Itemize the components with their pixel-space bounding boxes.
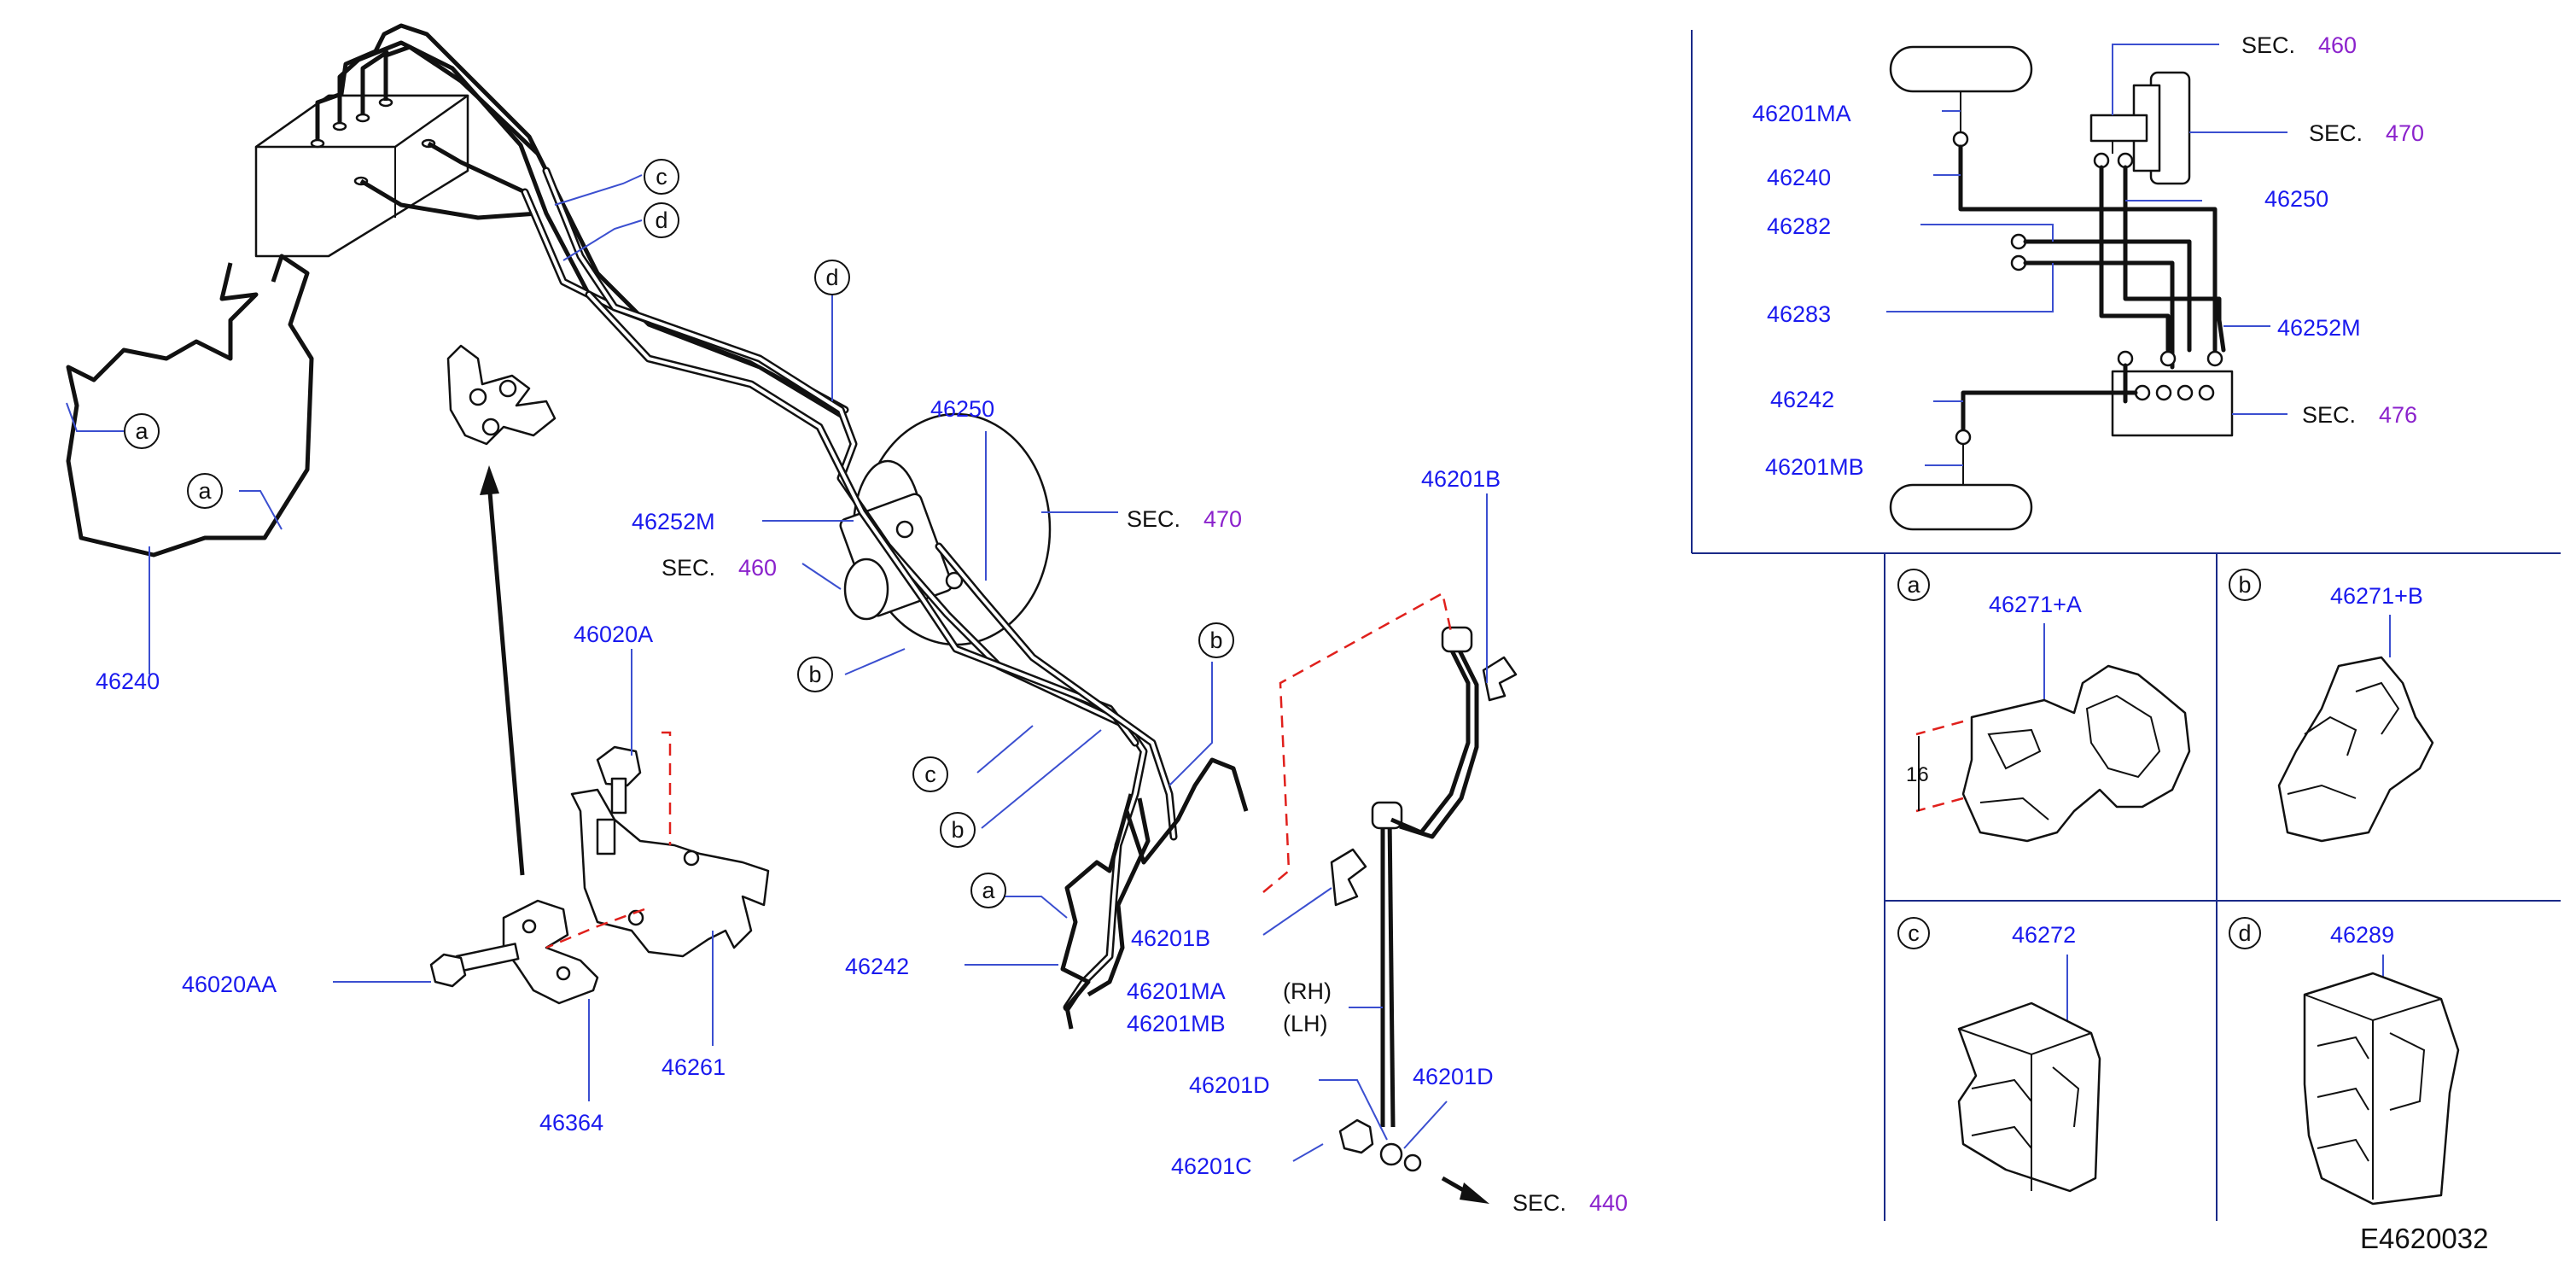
schem-sec460-num: 460 [2318,32,2357,58]
dimension-16: 16 [1906,763,1929,786]
detail-a-letter: a [1907,572,1920,598]
detail-b-part: 46271+B [2330,583,2423,609]
sec-470-word: SEC. [1127,506,1180,532]
callouts-main: c d d a a b b c b a [124,159,1234,908]
schematic-labels: 46201MA 46240 46282 46283 46242 46201MB … [1752,32,2424,480]
schem-46201MA: 46201MA [1752,101,1851,126]
schem-46283: 46283 [1767,301,1831,327]
schematic-leaders [1886,44,2288,466]
sec-440-word: SEC. [1512,1190,1566,1216]
detail-d: d 46289 [2229,917,2460,1206]
label-46201B-top: 46201B [1421,466,1501,492]
label-46201D-right: 46201D [1413,1064,1494,1089]
detail-c-letter: c [1908,920,1920,946]
schem-sec460-word: SEC. [2241,32,2295,58]
label-46201MA: 46201MA [1127,978,1226,1004]
callout-b-right: b [1209,628,1222,653]
detail-c-part: 46272 [2012,922,2076,948]
label-46252M: 46252M [632,509,715,534]
label-46250: 46250 [930,396,994,422]
schem-sec470-word: SEC. [2309,120,2363,146]
leader-lines [66,174,1488,1162]
block-46364 [502,899,599,1005]
sec-460-word: SEC. [661,555,715,581]
label-46020A: 46020A [574,622,653,647]
bolt-46020A [596,745,642,814]
label-lh: (LH) [1283,1011,1328,1036]
pipe-46240 [66,254,314,558]
layout-schematic [1889,45,2234,531]
detail-a: a 46271+A 16 [1897,569,2191,843]
drawing-code: E4620032 [2360,1223,2488,1254]
arrow-sec440 [1441,1176,1489,1204]
detail-b: b 46271+B [2229,569,2434,843]
detail-c: c 46272 [1897,917,2101,1193]
schem-sec470-num: 470 [2386,120,2424,146]
label-46020AA: 46020AA [182,972,277,997]
bracket-46261 [570,788,770,958]
schem-46242: 46242 [1770,387,1834,412]
abs-actuator [254,94,469,258]
schem-46252M: 46252M [2277,315,2361,341]
callout-b-left: b [808,662,821,687]
label-46242: 46242 [845,954,909,979]
detail-b-letter: b [2238,572,2251,598]
schem-46250: 46250 [2264,186,2328,212]
red-guides-hose [1262,592,1453,893]
callout-a-left2: a [198,478,212,504]
schem-sec476-word: SEC. [2302,402,2356,428]
pipe-clip-upper [446,344,557,446]
callout-a-left1: a [135,418,149,444]
callout-a-mid: a [982,878,995,903]
label-46201D-left: 46201D [1189,1072,1270,1098]
sec-470-num: 470 [1203,506,1242,532]
right-panel-frames [1691,30,2561,1221]
callout-d-top: d [655,207,667,233]
schem-46201MB: 46201MB [1765,454,1864,480]
pipe-46242 [1060,793,1151,1030]
callout-c-mid: c [924,762,936,787]
label-46364: 46364 [539,1110,603,1136]
callout-d-mid: d [825,265,838,290]
schem-46240: 46240 [1767,165,1831,190]
detail-a-part: 46271+A [1989,592,2082,617]
label-rh: (RH) [1283,978,1332,1004]
detail-d-part: 46289 [2330,922,2394,948]
bolt-46020AA [429,943,520,988]
label-46240: 46240 [96,669,160,694]
callout-b-mid: b [951,817,964,843]
sec-460-num: 460 [738,555,777,581]
schem-46282: 46282 [1767,213,1831,239]
main-labels: 46240 46020A 46020AA 46364 46261 46250 4… [96,396,1628,1216]
main-pipe-run [542,166,1249,1012]
label-46201MB: 46201MB [1127,1011,1226,1036]
detail-d-letter: d [2238,920,2251,946]
label-46201B-low: 46201B [1131,925,1210,951]
label-46201C: 46201C [1171,1153,1252,1179]
schem-sec476-num: 476 [2379,402,2417,428]
sec-440-num: 440 [1589,1190,1628,1216]
actuator-pipes [315,23,856,445]
red-guides-46261 [545,731,672,949]
brake-hose-46201 [1330,626,1518,1172]
callout-c-top: c [656,164,667,190]
assembly-arrow [480,465,525,876]
label-46261: 46261 [661,1054,726,1080]
